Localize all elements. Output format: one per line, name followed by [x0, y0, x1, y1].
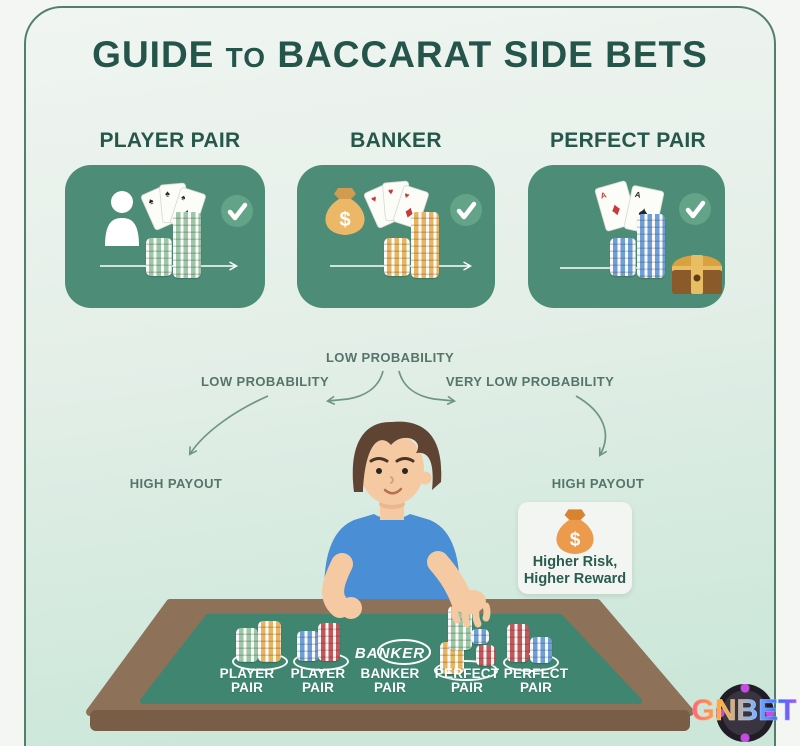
banker-felt-logo: BANKER	[355, 639, 431, 665]
bet-label-player-pair-1: PLAYER PAIR	[219, 666, 275, 696]
svg-text:$: $	[570, 530, 581, 551]
chip-stack	[637, 214, 665, 278]
probability-label-right: VERY LOW PROBABILITY	[445, 374, 615, 389]
gnbet-watermark: GNBET	[688, 682, 800, 744]
treasure-chest-icon	[672, 255, 722, 294]
chip-stack	[146, 238, 172, 276]
chip-stack	[530, 637, 552, 663]
bet-label-perfect-pair-2: PERFECT PAIR	[503, 666, 569, 696]
svg-text:♥: ♥	[388, 186, 394, 196]
title-part2: TO	[225, 42, 267, 73]
svg-text:A: A	[634, 190, 642, 200]
probability-label-left: LOW PROBABILITY	[200, 374, 330, 389]
svg-text:♠: ♠	[165, 188, 171, 198]
svg-text:$: $	[339, 209, 350, 231]
risk-line1: Higher Risk,	[532, 554, 618, 570]
svg-text:♠: ♠	[147, 196, 156, 207]
bet-label-perfect-pair-1: PERFECT PAIR	[434, 666, 500, 696]
chip-stack	[236, 628, 258, 662]
fork-arrow-right-icon	[398, 370, 457, 406]
chip-stack	[411, 212, 439, 278]
page-title: GUIDE TO BACCARAT SIDE BETS	[0, 34, 800, 76]
svg-text:♥: ♥	[370, 193, 379, 204]
chip-stack	[610, 238, 636, 276]
svg-text:A: A	[600, 190, 608, 200]
check-icon	[450, 194, 482, 226]
curve-arrow-right-icon	[575, 395, 608, 457]
risk-card-bag-icon: $	[556, 509, 594, 555]
svg-text:♠: ♠	[180, 193, 188, 203]
payout-label-right: HIGH PAYOUT	[551, 476, 645, 491]
chip-stack	[476, 645, 495, 666]
chip-stack	[297, 631, 319, 661]
risk-reward-text: Higher Risk, Higher Reward	[518, 554, 632, 588]
chip-stack	[258, 621, 281, 662]
bet-spot-oval	[434, 660, 498, 681]
dealer-right-hand	[451, 589, 491, 628]
probability-label-center: LOW PROBABILITY	[325, 350, 455, 365]
chip-stack	[173, 212, 201, 278]
svg-text:BANKER: BANKER	[355, 645, 425, 662]
section-heading-perfect-pair: PERFECT PAIR	[549, 129, 707, 152]
chip-stack	[384, 238, 410, 276]
chip-stack	[471, 629, 489, 644]
bet-label-player-pair-2: PLAYER PAIR	[290, 666, 346, 696]
risk-line2: Higher Reward	[523, 571, 627, 588]
section-heading-player-pair: PLAYER PAIR	[99, 129, 241, 152]
bet-label-banker-pair: BANKER PAIR	[360, 666, 420, 696]
section-heading-banker: BANKER	[350, 129, 442, 152]
chip-stack	[507, 624, 529, 662]
check-icon	[221, 195, 253, 227]
fork-arrow-left-icon	[325, 370, 384, 406]
person-icon	[105, 191, 139, 246]
risk-reward-card: $ Higher Risk, Higher Reward	[518, 502, 632, 594]
gnbet-logo-text: GNBET	[688, 694, 800, 728]
payout-label-left: HIGH PAYOUT	[129, 476, 223, 491]
dealer-left-hand	[340, 597, 362, 619]
gnbet-chip-icon	[716, 684, 774, 742]
dealer-hair	[352, 421, 442, 492]
money-bag-icon: $	[325, 188, 365, 235]
chip-stack	[318, 623, 340, 661]
title-part1: GUIDE	[92, 34, 215, 75]
svg-text:♥: ♥	[403, 191, 411, 201]
dealer-illustration	[324, 421, 460, 618]
title-part3: BACCARAT SIDE BETS	[277, 34, 708, 75]
curve-arrow-left-icon	[188, 395, 269, 456]
check-icon	[679, 193, 711, 225]
